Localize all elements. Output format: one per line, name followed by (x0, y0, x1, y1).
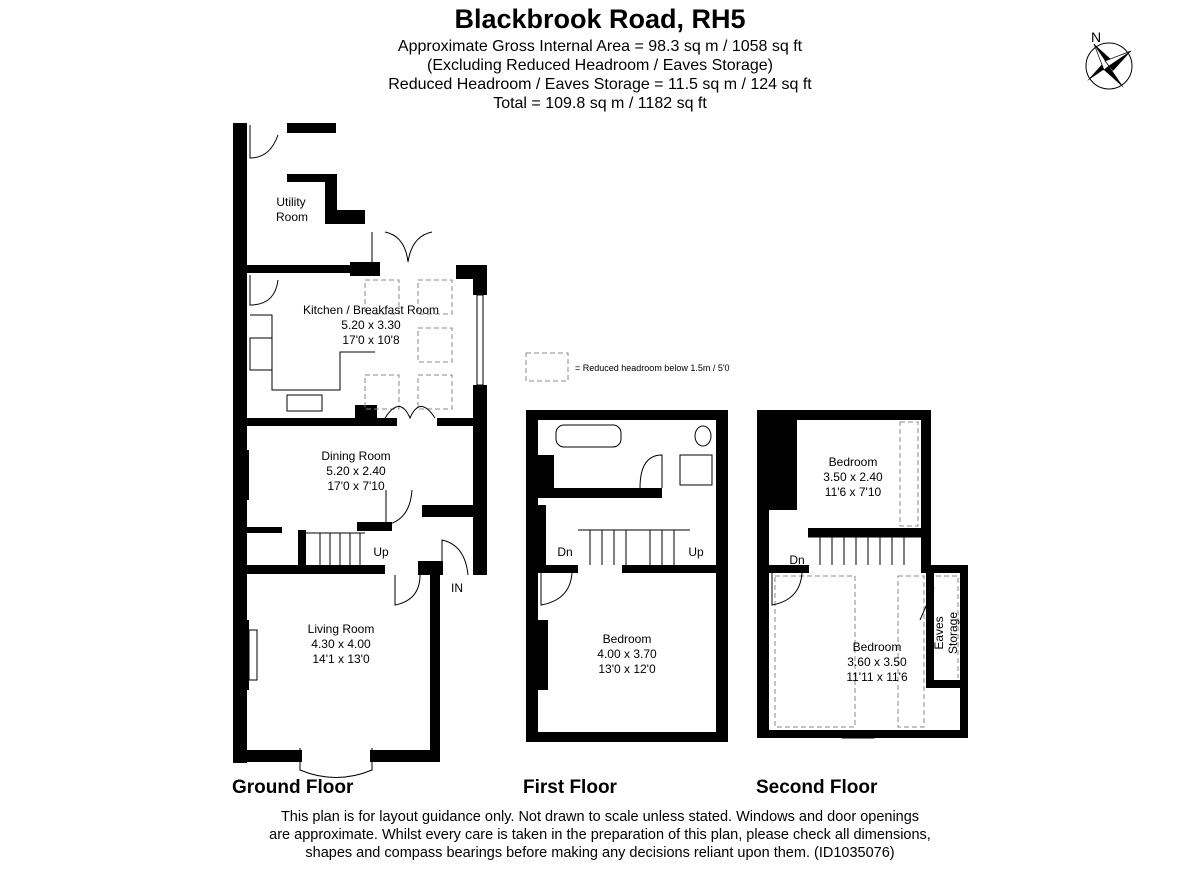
plan-title: Blackbrook Road, RH5 (454, 4, 746, 34)
first-floor-stairs (578, 529, 690, 565)
disclaimer-line: are approximate. Whilst every care is ta… (269, 827, 931, 843)
ground-floor-label: Ground Floor (232, 777, 354, 798)
compass-icon: N (1085, 29, 1133, 90)
living-metric: 4.30 x 4.00 (311, 637, 371, 651)
living-name: Living Room (308, 622, 375, 636)
second-floor-stairs (808, 536, 921, 565)
first-floor-plan: Dn Up Bedroom 4.00 x 3.70 13'0 x 12'0 (526, 410, 728, 742)
second-bedroom2-imperial: 11'11 x 11'6 (846, 670, 908, 684)
first-bedroom-imperial: 13'0 x 12'0 (598, 662, 656, 676)
second-floor-label: Second Floor (756, 777, 878, 798)
first-floor-down-label: Dn (557, 545, 572, 559)
shower-icon (679, 454, 713, 486)
toilet-icon (694, 425, 712, 447)
area-exclusion-note: (Excluding Reduced Headroom / Eaves Stor… (427, 57, 773, 74)
utility-room-label: Utility (276, 195, 305, 209)
bath-icon (555, 424, 622, 448)
dining-imperial: 17'0 x 7'10 (327, 479, 385, 493)
utility-room-label-2: Room (276, 210, 308, 224)
second-bedroom2-metric: 3.60 x 3.50 (847, 655, 907, 669)
kitchen-imperial: 17'0 x 10'8 (342, 333, 400, 347)
kitchen-metric: 5.20 x 3.30 (341, 318, 401, 332)
second-bedroom1-imperial: 11'6 x 7'10 (825, 485, 882, 499)
sink-icon (286, 394, 323, 412)
first-bedroom-name: Bedroom (603, 632, 652, 646)
second-floor-down-label: Dn (789, 553, 804, 567)
ground-stairs (306, 532, 365, 565)
hob-icon (249, 337, 273, 371)
compass-north-label: N (1091, 29, 1101, 45)
legend: = Reduced headroom below 1.5m / 5'0 (525, 352, 730, 382)
eaves-storage-label-2: Storage (946, 612, 960, 654)
reduced-headroom-area: Reduced Headroom / Eaves Storage = 11.5 … (388, 76, 812, 93)
disclaimer-line: shapes and compass bearings before makin… (305, 845, 895, 861)
disclaimer: This plan is for layout guidance only. N… (0, 808, 1200, 862)
entrance-label: IN (451, 581, 463, 595)
second-floor-plan: Dn Bedroom 3.50 x 2.40 11'6 x 7'10 Bedro… (757, 410, 968, 739)
dining-metric: 5.20 x 2.40 (326, 464, 386, 478)
reduced-headroom-areas (364, 279, 453, 410)
living-imperial: 14'1 x 13'0 (312, 652, 370, 666)
dining-name: Dining Room (321, 449, 390, 463)
disclaimer-line: This plan is for layout guidance only. N… (280, 809, 920, 825)
first-floor-label: First Floor (523, 777, 618, 798)
stairs-up-label: Up (373, 545, 389, 559)
gross-area: Approximate Gross Internal Area = 98.3 s… (397, 38, 803, 55)
kitchen-name: Kitchen / Breakfast Room (303, 303, 439, 317)
first-bedroom-metric: 4.00 x 3.70 (597, 647, 657, 661)
second-bedroom1-name: Bedroom (829, 455, 878, 469)
second-bedroom1-metric: 3.50 x 2.40 (823, 470, 883, 484)
ground-floor-plan: Utility Room Kitchen / Breakfast Room 5.… (233, 123, 487, 778)
first-floor-up-label: Up (688, 545, 704, 559)
eaves-storage-label: Eaves (932, 616, 946, 649)
total-area: Total = 109.8 sq m / 1182 sq ft (493, 95, 707, 112)
legend-text: = Reduced headroom below 1.5m / 5'0 (575, 363, 730, 373)
second-bedroom2-name: Bedroom (853, 640, 902, 654)
legend-swatch (525, 352, 569, 382)
